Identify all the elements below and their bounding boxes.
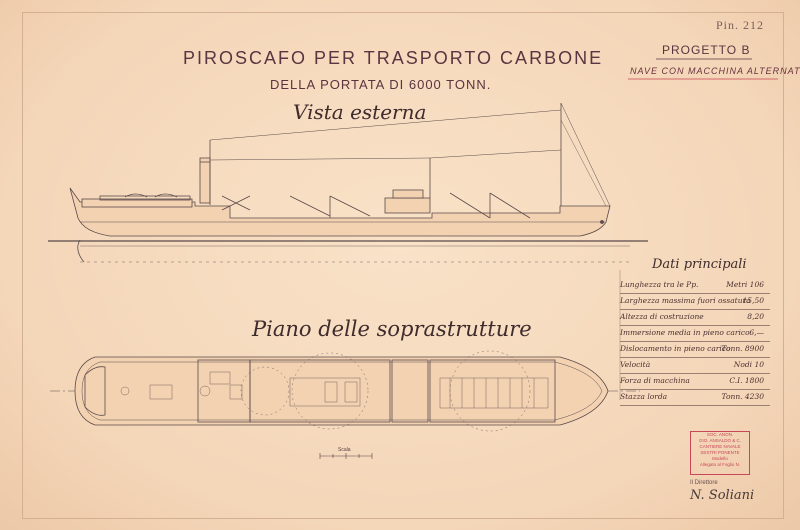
- row-label: Immersione media in pieno carico: [620, 328, 750, 337]
- shipyard-stamp: SOC. ANON. GIO. ANSALDO & C. CANTIERE NA…: [690, 431, 750, 475]
- director-signature: N. Soliani: [690, 488, 755, 503]
- principal-data-row: Altezza di costruzione 8,20: [620, 312, 770, 326]
- superstructure-plan-label: Piano delle soprastrutture: [252, 317, 532, 341]
- principal-data-heading: Dati principali: [652, 257, 747, 272]
- drawing-title: PIROSCAFO PER TRASPORTO CARBONE: [183, 48, 604, 68]
- external-view-profile: [48, 102, 648, 263]
- principal-data-row: Lunghezza tra le Pp. Metri 106: [620, 280, 770, 294]
- scale-bar: [319, 453, 373, 459]
- drawing-subtitle: DELLA PORTATA DI 6000 TONN.: [270, 77, 492, 92]
- row-value: 15,50: [742, 296, 764, 305]
- principal-data-row: Stazza lorda Tonn. 4230: [620, 392, 770, 406]
- row-value: Nodi 10: [733, 360, 764, 369]
- director-label: Il Direttore: [690, 480, 718, 486]
- row-label: Dislocamento in pieno carico: [620, 344, 731, 353]
- row-label: Stazza lorda: [620, 392, 668, 401]
- sheet-border: [22, 12, 784, 519]
- row-label: Altezza di costruzione: [620, 312, 704, 321]
- external-view-label: Vista esterna: [293, 100, 427, 124]
- row-value: Metri 106: [726, 280, 764, 289]
- row-value: C.I. 1800: [729, 376, 764, 385]
- row-label: Larghezza massima fuori ossatura: [620, 296, 751, 305]
- plate-number: Pin. 212: [716, 18, 765, 32]
- row-value: 6,—: [749, 328, 764, 337]
- row-label: Lunghezza tra le Pp.: [620, 280, 699, 289]
- superstructure-plan: [50, 350, 640, 432]
- row-value: 8,20: [747, 312, 764, 321]
- project-name: PROGETTO B: [662, 43, 751, 57]
- principal-data-row: Immersione media in pieno carico 6,—: [620, 328, 770, 342]
- principal-data-row: Larghezza massima fuori ossatura 15,50: [620, 296, 770, 310]
- row-label: Forza di macchina: [620, 376, 690, 385]
- project-description: NAVE CON MACCHINA ALTERNATIVA: [630, 66, 800, 76]
- principal-data-row: Velocità Nodi 10: [620, 360, 770, 374]
- principal-data-row: Dislocamento in pieno carico Tonn. 8900: [620, 344, 770, 358]
- scale-label: Scala: [338, 447, 351, 453]
- row-value: Tonn. 8900: [721, 344, 764, 353]
- principal-data-row: Forza di macchina C.I. 1800: [620, 376, 770, 390]
- row-value: Tonn. 4230: [721, 392, 764, 401]
- row-label: Velocità: [620, 360, 651, 369]
